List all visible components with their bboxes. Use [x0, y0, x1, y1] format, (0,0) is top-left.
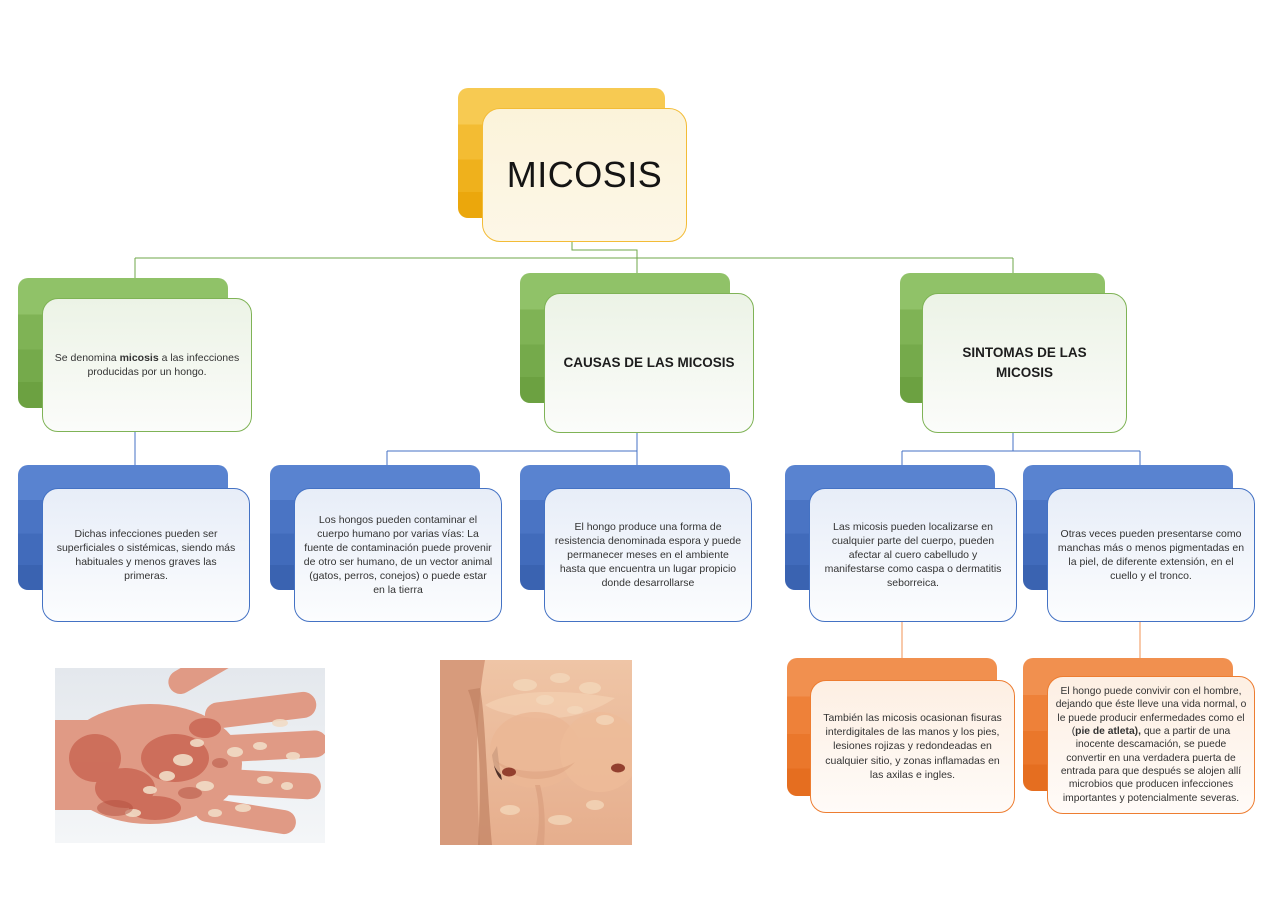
root-front-card: MICOSIS	[482, 108, 687, 242]
tipos-text: Dichas infecciones pueden ser superficia…	[56, 527, 236, 583]
torso-skin-photo	[440, 660, 640, 845]
esporas-text: El hongo produce una forma de resistenci…	[554, 520, 742, 590]
fisuras-text: También las micosis ocasionan fisuras in…	[823, 712, 1002, 781]
manchas-text: Otras veces pueden presentarse como manc…	[1057, 527, 1245, 583]
localizacion-text: Las micosis pueden localizarse en cualqu…	[824, 520, 1002, 590]
causas-heading: CAUSAS DE LAS MICOSIS	[563, 355, 735, 371]
definicion-text: Se denomina micosis a las infecciones pr…	[54, 351, 240, 378]
definicion-front-card: Se denomina micosis a las infecciones pr…	[42, 298, 252, 432]
localizacion-front-card: Las micosis pueden localizarse en cualqu…	[809, 488, 1017, 622]
tipos-front-card: Dichas infecciones pueden ser superficia…	[42, 488, 250, 622]
vias-text: Los hongos pueden contaminar el cuerpo h…	[303, 513, 493, 597]
root-title: MICOSIS	[506, 154, 663, 195]
sintomas-front-card: SINTOMAS DE LAS MICOSIS	[922, 293, 1127, 433]
fisuras-front-card: También las micosis ocasionan fisuras in…	[810, 680, 1015, 813]
pie-atleta-text: El hongo puede convivir con el hombre, d…	[1055, 685, 1247, 804]
vias-front-card: Los hongos pueden contaminar el cuerpo h…	[294, 488, 502, 622]
green-connectors	[134, 242, 1014, 280]
causas-front-card: CAUSAS DE LAS MICOSIS	[544, 293, 754, 433]
pie-atleta-front-card: El hongo puede convivir con el hombre, d…	[1047, 676, 1255, 814]
sintomas-heading: SINTOMAS DE LAS MICOSIS	[962, 345, 1087, 380]
hand-lesions-photo	[55, 641, 328, 843]
manchas-front-card: Otras veces pueden presentarse como manc…	[1047, 488, 1255, 622]
esporas-front-card: El hongo produce una forma de resistenci…	[544, 488, 752, 622]
blue-connectors	[134, 432, 1141, 490]
